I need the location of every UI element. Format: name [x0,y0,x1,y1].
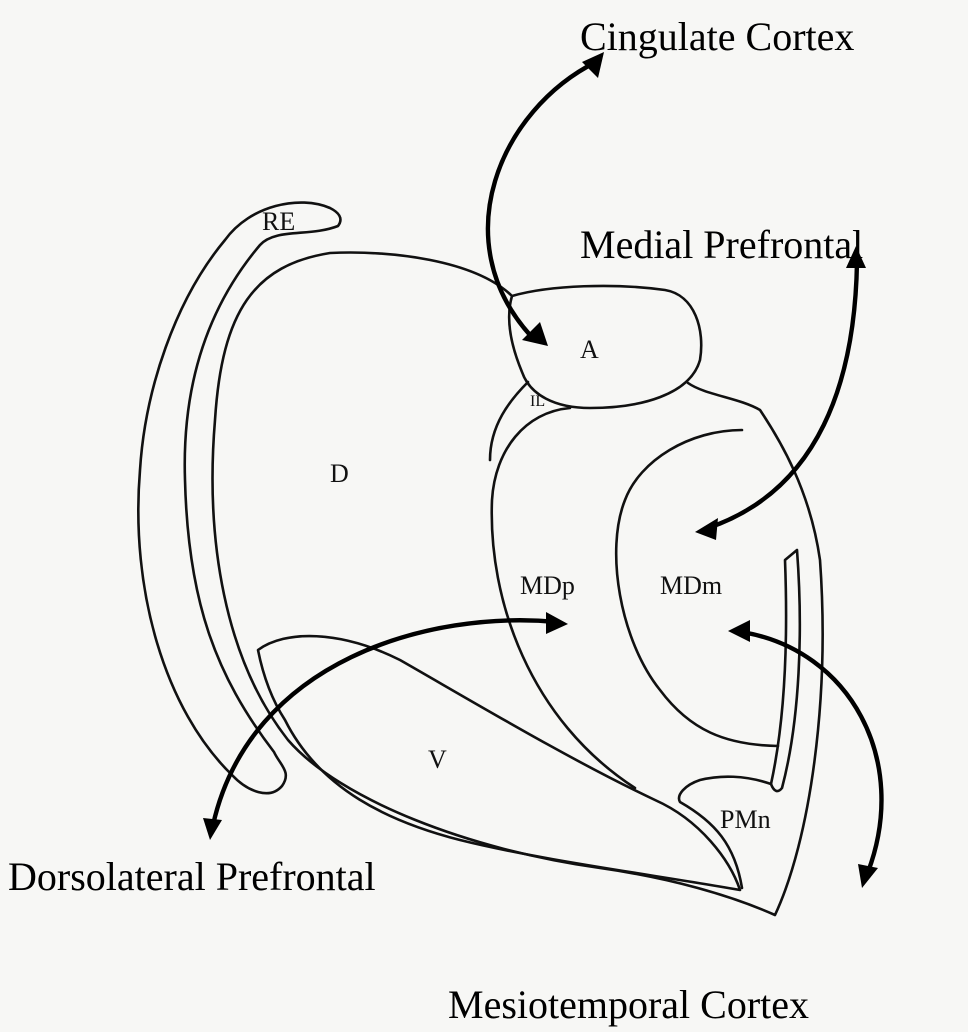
re-label: RE [262,207,295,236]
mesiotemporal-cortex-label: Mesiotemporal Cortex [448,982,809,1027]
cingulate-cortex-label: Cingulate Cortex [580,14,854,59]
v-label: V [428,745,447,774]
cingulate-arrow [488,62,596,335]
a-outline [509,286,701,408]
il-label: IL [530,393,545,410]
mdp-label: MDp [520,571,575,600]
pmn-label: PMn [720,805,771,834]
dorsolateral-prefrontal-label: Dorsolateral Prefrontal [8,854,376,899]
mesiotemporal-arrowhead-top [728,620,750,642]
cingulate-arrowhead-bottom [522,322,548,346]
re-outline [138,203,340,794]
region-labels: RE A IL D MDp MDm V PMn [262,207,771,834]
right-strip-outline [771,550,800,791]
dorsolateral-arrowhead-top [546,612,568,634]
a-label: A [580,335,599,364]
mesiotemporal-arrow [742,632,881,872]
il-outline [490,382,528,460]
medial-prefrontal-arrow [708,262,857,528]
medial-prefrontal-arrowhead-bottom [695,518,718,540]
mdm-label: MDm [660,571,722,600]
medial-prefrontal-label: Medial Prefrontal [580,222,863,267]
d-label: D [330,459,349,488]
connection-arrows [203,52,881,888]
v-outline [258,636,740,890]
mesiotemporal-arrowhead-bottom [858,864,878,888]
dorsolateral-arrowhead-bottom [203,818,222,840]
